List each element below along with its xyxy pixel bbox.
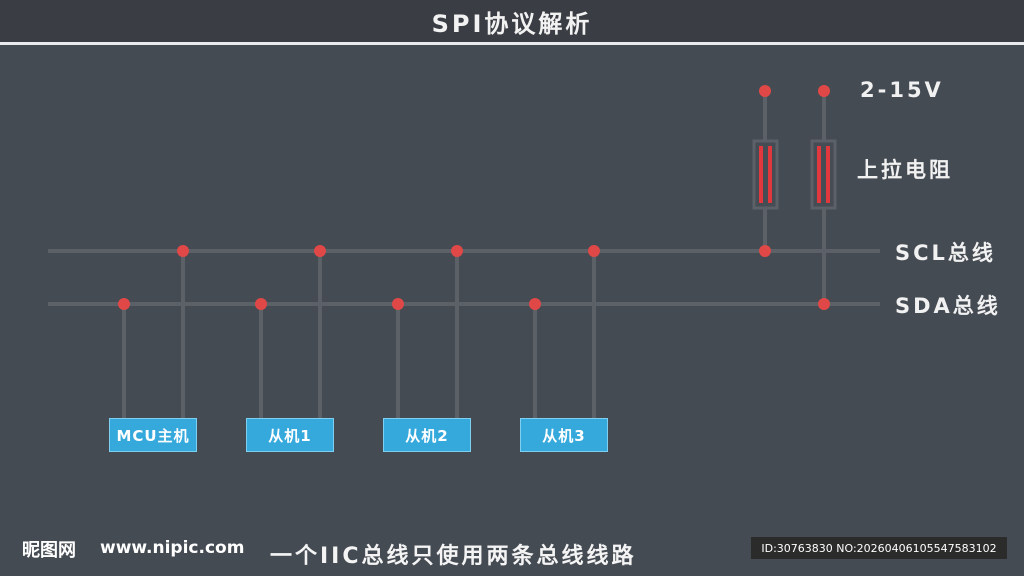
vcc-dot-scl (759, 85, 771, 97)
slave1-sda-dot (255, 298, 267, 310)
scl-pullup-resistor (752, 139, 779, 210)
page-title: SPI协议解析 (431, 9, 593, 38)
mcu-scl-dot (177, 245, 189, 257)
watermark-id: ID:30763830 NO:20260406105547583102 (751, 537, 1007, 559)
scl-pullup-dot (759, 245, 771, 257)
voltage-label: 2-15V (860, 78, 944, 102)
mcu-sda-dot (118, 298, 130, 310)
caption: 一个IIC总线只使用两条总线线路 (270, 544, 637, 569)
sda-bus-label: SDA总线 (895, 294, 1001, 318)
slave2-sda-dot (392, 298, 404, 310)
slave1-scl-dot (314, 245, 326, 257)
watermark-logo: 昵图网 (22, 540, 76, 561)
vcc-dot-sda (818, 85, 830, 97)
slave2-scl-dot (451, 245, 463, 257)
slave1-box: 从机1 (246, 418, 334, 452)
slave3-sda-dot (529, 298, 541, 310)
junction-dots (118, 85, 830, 310)
scl-bus-label: SCL总线 (895, 241, 996, 265)
sda-pullup-resistor (810, 139, 837, 210)
slave3-scl-dot (588, 245, 600, 257)
title-bar: SPI协议解析 (0, 0, 1024, 45)
slave2-box: 从机2 (383, 418, 471, 452)
slave3-box: 从机3 (520, 418, 608, 452)
mcu-master-box: MCU主机 (109, 418, 197, 452)
pullup-resistor-label: 上拉电阻 (857, 158, 953, 182)
sda-pullup-dot (818, 298, 830, 310)
watermark-url: www.nipic.com (100, 538, 245, 558)
